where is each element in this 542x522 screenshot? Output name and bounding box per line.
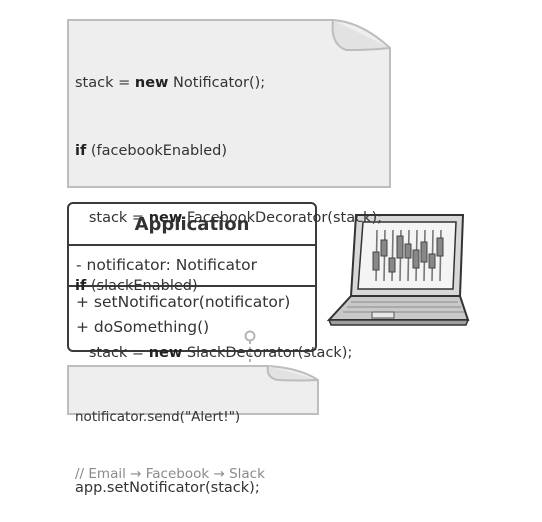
code-line-4: if (slackEnabled) — [75, 277, 198, 294]
code-line-1: stack = new Notificator(); — [75, 75, 266, 91]
code-line-5: stack = new SlackDecorator(stack); — [75, 345, 353, 361]
code-line-3: stack = new FacebookDecorator(stack); — [75, 210, 382, 226]
method-note-shape — [67, 365, 319, 415]
method-note: notificator.send("Alert!") // Email → Fa… — [75, 370, 265, 503]
code-line-2: if (facebookEnabled) — [75, 142, 228, 159]
laptop-icon — [326, 214, 470, 326]
laptop-screen-knobs — [372, 235, 444, 273]
connector-dot — [244, 330, 256, 342]
method-note-line-1: notificator.send("Alert!") — [75, 409, 241, 425]
laptop-touchpad — [371, 311, 395, 319]
class-method-setnotificator: + setNotificator(notificator) — [76, 293, 291, 311]
class-name: Application — [134, 213, 250, 235]
laptop-keyboard — [343, 301, 464, 313]
diagram-canvas — [67, 19, 470, 415]
note-connector — [244, 330, 256, 366]
class-method-dosomething: + doSomething() — [76, 318, 210, 336]
method-note-line-2: // Email → Facebook → Slack — [75, 466, 265, 482]
class-attribute: - notificator: Notificator — [76, 256, 257, 274]
class-box — [67, 202, 317, 352]
code-note-shape — [67, 19, 391, 188]
